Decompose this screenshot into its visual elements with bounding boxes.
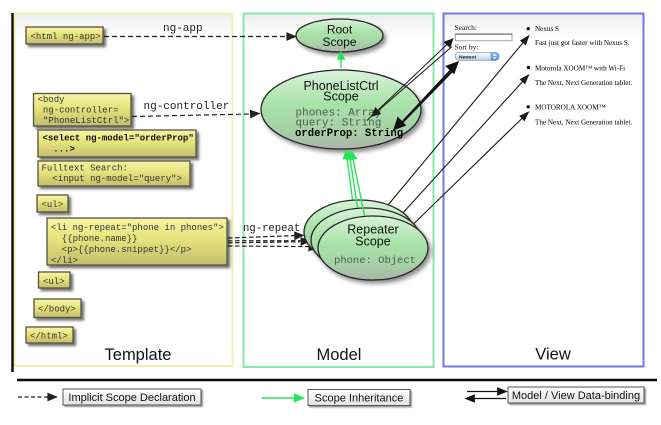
svg-text:Fast just got faster with Nexu: Fast just got faster with Nexus S.	[535, 39, 630, 47]
svg-text:Model / View Data-binding: Model / View Data-binding	[512, 390, 640, 402]
svg-text:Fulltext Search:: Fulltext Search:	[42, 164, 128, 174]
svg-text:"PhoneListCtrl">: "PhoneListCtrl">	[38, 116, 130, 126]
svg-text:ng-repeat: ng-repeat	[243, 223, 300, 235]
svg-text:Repeater: Repeater	[347, 223, 398, 237]
svg-text:MOTOROLA XOOM™: MOTOROLA XOOM™	[535, 103, 606, 111]
svg-text:Scope: Scope	[323, 90, 358, 104]
svg-text:{{phone.name}}: {{phone.name}}	[51, 234, 137, 244]
svg-text:<body: <body	[38, 95, 66, 105]
svg-text:Model: Model	[317, 346, 362, 364]
svg-text:Motorola XOOM™ with Wi-Fi: Motorola XOOM™ with Wi-Fi	[535, 64, 625, 72]
svg-text:Root: Root	[327, 23, 353, 37]
svg-text:phones: Array: phones: Array	[296, 108, 382, 120]
svg-text:<li ng-repeat="phone in phones: <li ng-repeat="phone in phones">	[51, 223, 224, 233]
svg-text:PhoneListCtrl: PhoneListCtrl	[303, 79, 378, 93]
svg-text:Template: Template	[105, 346, 172, 364]
svg-text:Nexus S: Nexus S	[535, 25, 559, 33]
svg-text:Scope Inheritance: Scope Inheritance	[315, 392, 404, 404]
svg-text:<select ng-model="orderProp": <select ng-model="orderProp"	[43, 134, 194, 144]
svg-text:Scope: Scope	[355, 235, 390, 249]
svg-text:Scope: Scope	[322, 35, 356, 49]
svg-text:</li>: </li>	[51, 256, 78, 266]
svg-text:View: View	[535, 346, 571, 364]
svg-text:phone: Object: phone: Object	[334, 255, 416, 267]
svg-text:<p>{{phone.snippet}}</p>: <p>{{phone.snippet}}</p>	[51, 245, 191, 255]
svg-text:orderProp: String: orderProp: String	[295, 128, 403, 140]
svg-text:Sort by:: Sort by:	[455, 43, 479, 52]
svg-text:query: String: query: String	[296, 118, 382, 130]
svg-text:Search:: Search:	[455, 23, 478, 32]
svg-text:...>: ...>	[43, 145, 75, 155]
svg-text:</html>: </html>	[30, 332, 68, 342]
svg-text:Implicit Scope Declaration: Implicit Scope Declaration	[68, 392, 195, 404]
svg-text:Newest: Newest	[459, 55, 476, 61]
svg-text:<ul>: <ul>	[42, 200, 64, 210]
svg-text:<html ng-app>: <html ng-app>	[31, 32, 101, 42]
svg-text:The Next, Next Generation tabl: The Next, Next Generation tablet.	[535, 119, 632, 127]
svg-text:ng-controller=: ng-controller=	[38, 106, 119, 116]
svg-text:</body>: </body>	[38, 305, 76, 315]
svg-text:ng-app: ng-app	[163, 23, 203, 35]
svg-text:<input ng-model="query">: <input ng-model="query">	[42, 174, 182, 184]
svg-text:The Next, Next Generation tabl: The Next, Next Generation tablet.	[535, 79, 632, 87]
svg-text:<ul>: <ul>	[43, 277, 65, 287]
svg-text:ng-controller: ng-controller	[144, 101, 230, 113]
